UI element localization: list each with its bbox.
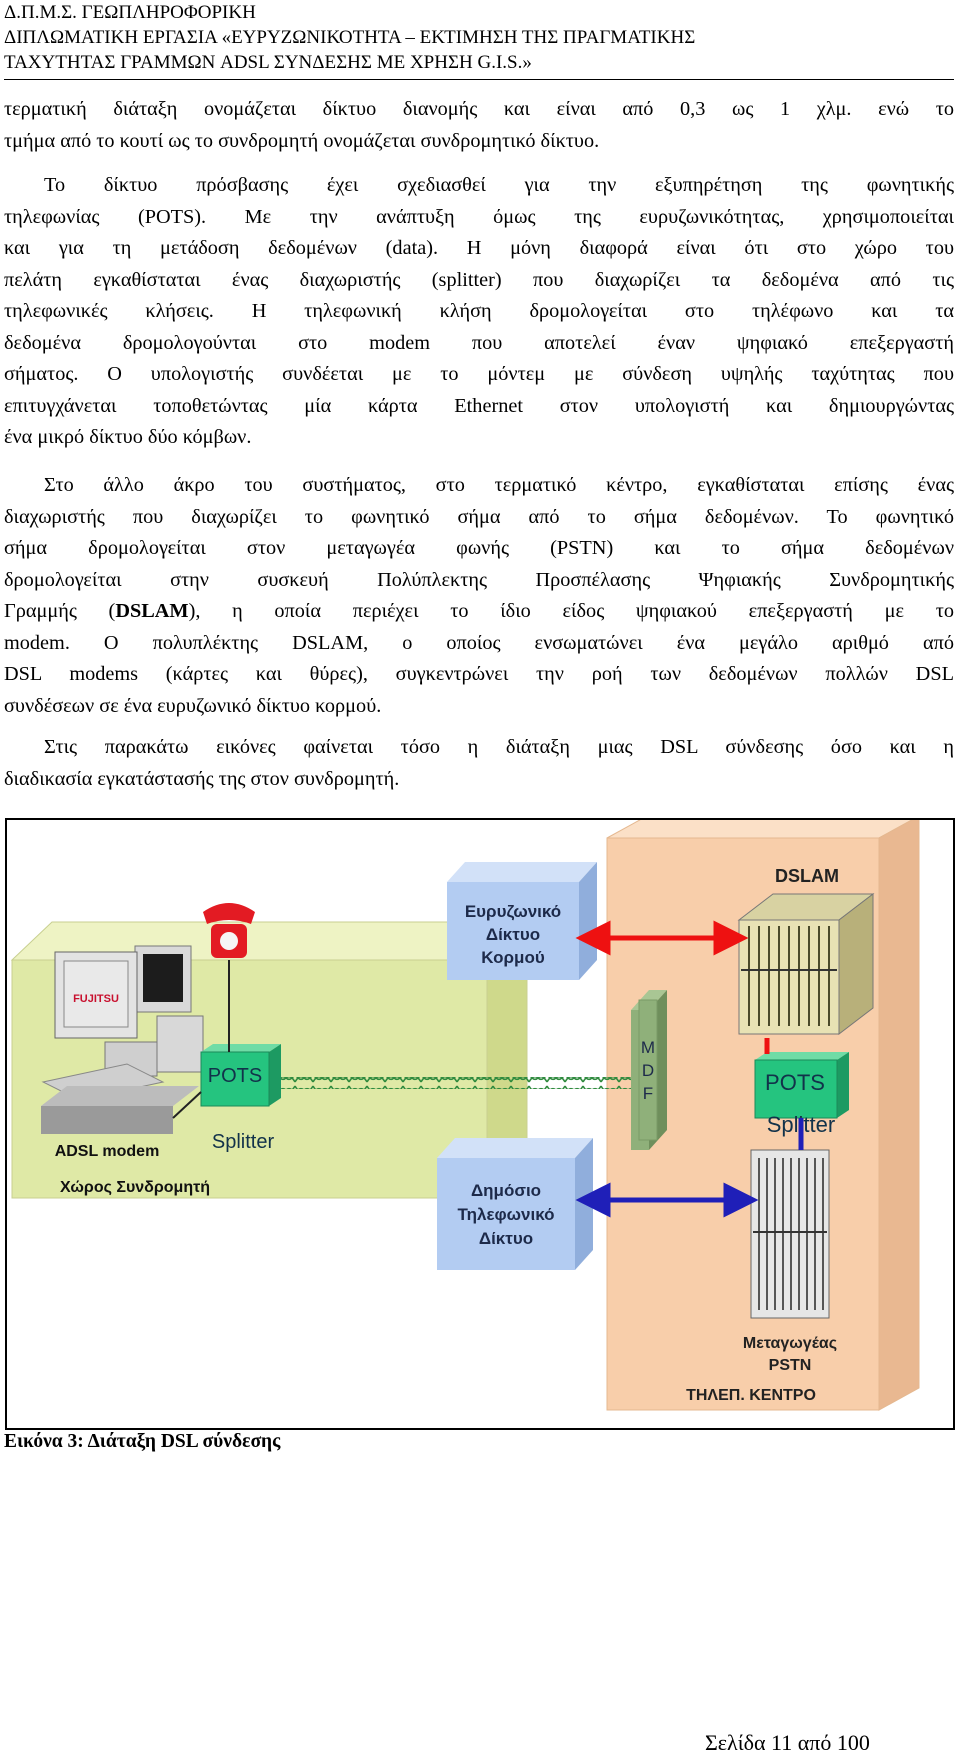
text-line: σήμα δρομολογείται στον μεταγωγέα φωνής … [4,537,954,559]
subscriber-pots-splitter: POTS Splitter [200,1044,281,1153]
pstn-network-label: Δημόσιο [471,1181,541,1200]
twisted-pair-line [269,1077,631,1089]
running-header: Δ.Π.Μ.Σ. ΓΕΩΠΛΗΡΟΦΟΡΙΚΗ ΔΙΠΛΩΜΑΤΙΚΗ ΕΡΓΑ… [4,0,954,75]
adsl-modem-device: ADSL modem [41,1086,199,1160]
text-line: δεδομένα δρομολογούνται στο modem που απ… [4,331,954,354]
subscriber-pots-label: POTS [208,1065,262,1087]
text-fragment: Γραμμής ( [4,600,116,622]
mdf-label: D [642,1061,654,1080]
text-line: modem. Ο πολυπλέκτης DSLAM, ο οποίος ενσ… [4,631,954,654]
text-line: τερματική διάταξη ονομάζεται δίκτυο διαν… [4,98,954,120]
modem-cord [172,1091,202,1119]
subscriber-area-label: Χώρος Συνδρομητή [60,1179,210,1196]
dsl-diagram-figure: Ευρυζωνικό Δίκτυο Κορμού Δημόσιο Τηλεφων… [5,818,955,1430]
backbone-network-box: Ευρυζωνικό Δίκτυο Κορμού [447,862,597,980]
paragraph-1: τερματική διάταξη ονομάζεται δίκτυο διαν… [4,94,954,157]
paragraph-2: Το δίκτυο πρόσβασης έχει σχεδιασθεί για … [4,170,954,454]
mdf-block: M D F [631,990,667,1150]
page-number: Σελίδα 11 από 100 [705,1730,870,1755]
header-thesis-title: ΔΙΠΛΩΜΑΤΙΚΗ ΕΡΓΑΣΙΑ «ΕΥΡΥΖΩΝΙΚΟΤΗΤΑ – ΕΚ… [4,27,696,48]
office-pots-label: POTS [765,1070,825,1095]
paragraph-4: Στις παρακάτω εικόνες φαίνεται τόσο η δι… [4,732,954,795]
telephone-icon [203,903,255,958]
adsl-modem-label: ADSL modem [55,1143,160,1160]
computer-workstations: FUJITSU [41,945,204,1101]
text-line: πελάτη εγκαθίσταται ένας διαχωριστής (sp… [4,268,954,291]
pstn-switch-label: Μεταγωγέας [743,1335,837,1352]
text-line: επιτυγχάνεται τοποθετώντας μία κάρτα Eth… [4,394,954,417]
text-line: Το δίκτυο πρόσβασης έχει σχεδιασθεί για … [44,174,954,196]
header-thesis-title-cont: ΤΑΧΥΤΗΤΑΣ ΓΡΑΜΜΩΝ ADSL ΣΥΝΔΕΣΗΣ ΜΕ ΧΡΗΣΗ… [4,52,532,73]
mdf-label: F [643,1084,653,1103]
dslam-rack: DSLAM [737,866,875,1036]
header-program: Δ.Π.Μ.Σ. ΓΕΩΠΛΗΡΟΦΟΡΙΚΗ [4,2,256,23]
dsl-diagram: Ευρυζωνικό Δίκτυο Κορμού Δημόσιο Τηλεφων… [10,820,920,1411]
office-pots-splitter: POTS Splitter [754,1052,849,1137]
pstn-switch-rack: Μεταγωγέας PSTN [743,1149,837,1374]
pstn-network-box: Δημόσιο Τηλεφωνικό Δίκτυο [437,1138,593,1270]
pstn-switch-label: PSTN [769,1357,812,1374]
pstn-network-label: Δίκτυο [479,1229,533,1248]
backbone-label: Δίκτυο [486,925,540,944]
pstn-network-label: Τηλεφωνικό [457,1205,554,1224]
text-line: σήματος. Ο υπολογιστής συνδέεται με το μ… [4,363,954,385]
text-line: τηλεφωνικές κλήσεις. Η τηλεφωνική κλήση … [4,300,954,322]
text-line: τμήμα από το κουτί ως το συνδρομητή ονομ… [4,129,600,152]
text-line: διαδικασία εγκατάστασής της στον συνδρομ… [4,767,400,790]
central-office-label: ΤΗΛΕΠ. ΚΕΝΤΡΟ [686,1387,816,1404]
mdf-label: M [641,1038,655,1057]
backbone-label: Ευρυζωνικό [465,902,561,921]
text-line: τηλεφωνίας (POTS). Με την ανάπτυξη όμως … [4,205,954,228]
backbone-label: Κορμού [481,948,545,967]
text-line: Στις παρακάτω εικόνες φαίνεται τόσο η δι… [44,736,954,758]
text-line: ένα μικρό δίκτυο δύο κόμβων. [4,426,252,448]
text-fragment: ), η οποία περιέχει το ίδιο είδος ψηφιακ… [188,600,954,622]
paragraph-3: Στο άλλο άκρο του συστήματος, στο τερματ… [4,470,954,722]
header-rule [4,79,954,80]
text-line: DSL modems (κάρτες και θύρες), συγκεντρώ… [4,663,954,685]
text-line: Στο άλλο άκρο του συστήματος, στο τερματ… [44,474,954,496]
text-line: συνδέσεων σε ένα ευρυζωνικό δίκτυο κορμο… [4,694,382,717]
text-line: δρομολογείται στην συσκευή Πολύπλεκτης Π… [4,568,954,591]
text-line: διαχωριστής που διαχωρίζει το φωνητικό σ… [4,505,954,528]
dslam-bold-term: DSLAM [115,600,189,622]
subscriber-splitter-label: Splitter [212,1131,275,1153]
text-line: Γραμμής (DSLAM), η οποία περιέχει το ίδι… [4,596,954,628]
dslam-label: DSLAM [775,866,839,886]
fujitsu-logo-text: FUJITSU [73,993,119,1005]
figure-caption: Εικόνα 3: Διάταξη DSL σύνδεσης [4,1431,281,1452]
text-line: και για τη μετάδοση δεδομένων (data). Η … [4,237,954,259]
